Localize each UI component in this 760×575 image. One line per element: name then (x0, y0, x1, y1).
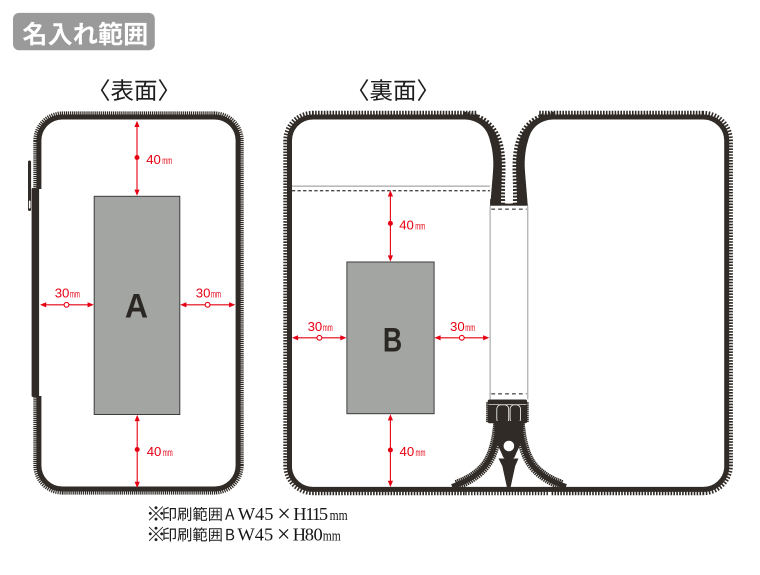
svg-text:mm: mm (416, 448, 426, 459)
svg-text:30: 30 (450, 319, 465, 334)
svg-text:40: 40 (399, 218, 414, 233)
svg-text:mm: mm (211, 290, 221, 301)
svg-text:40: 40 (400, 444, 415, 459)
svg-text:mm: mm (70, 290, 80, 301)
svg-text:mm: mm (162, 156, 172, 167)
svg-text:30: 30 (308, 319, 323, 334)
svg-text:B: B (383, 320, 402, 359)
svg-text:W45×H80mm: W45×H80mm (237, 522, 341, 548)
svg-text:mm: mm (163, 448, 173, 459)
svg-text:mm: mm (415, 222, 425, 233)
svg-text:40: 40 (147, 444, 162, 459)
svg-text:A: A (125, 287, 148, 325)
svg-text:30: 30 (55, 286, 70, 301)
svg-text:mm: mm (465, 323, 475, 334)
svg-text:40: 40 (146, 152, 161, 167)
svg-text:30: 30 (196, 286, 211, 301)
svg-text:mm: mm (323, 323, 333, 334)
